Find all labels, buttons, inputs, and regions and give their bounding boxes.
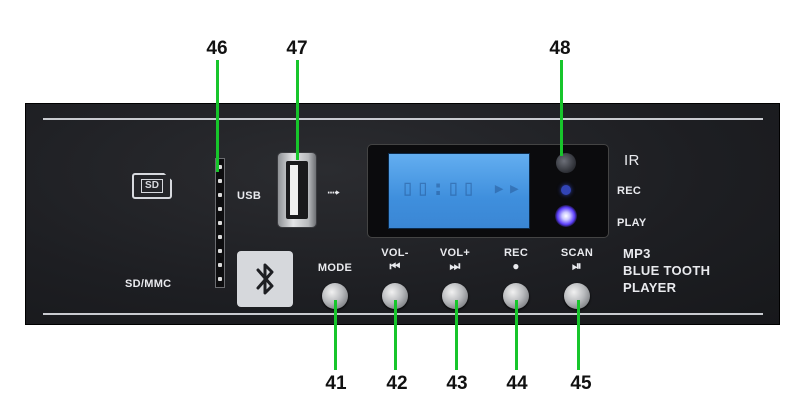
usb-label: USB [237,190,262,202]
next-track-icon: ⏭ [449,259,461,273]
play-pause-icon: ⏯ [572,259,582,273]
callout-42: 42 [386,373,408,394]
leader-line-42 [394,300,397,370]
ir-sensor [556,153,576,173]
sd-logo-text: SD [141,179,163,193]
player-panel: SD SD/MMC USB ⭬ ▯▯:▯▯ ▸▸ IR REC PLAY MP3… [25,103,780,325]
callout-48: 48 [549,38,571,59]
callout-44: 44 [506,373,528,394]
leader-line-46 [216,60,219,172]
usb-symbol-icon: ⭬ [327,183,341,203]
vol-minus-button-label: VOL- ⏮ [365,247,425,273]
leader-line-44 [515,300,518,370]
bottom-divider [43,313,763,315]
record-icon: ● [512,259,520,273]
vol-plus-button-label: VOL+ ⏭ [425,247,485,273]
product-name-line-2: BLUE TOOTH [623,263,711,278]
rec-button-label: REC ● [486,247,546,273]
sd-card-icon: SD [132,173,172,199]
leader-line-41 [334,300,337,370]
callout-45: 45 [570,373,592,394]
leader-line-48 [560,60,563,156]
usb-port[interactable] [278,153,316,227]
play-indicator-led [555,205,577,227]
bluetooth-icon [237,251,293,307]
scan-button-label: SCAN ⏯ [547,247,607,273]
sd-mmc-label: SD/MMC [125,278,172,290]
callout-46: 46 [206,38,228,59]
top-divider [43,118,763,120]
usb-port-tongue [290,165,298,215]
leader-line-43 [455,300,458,370]
sd-card-slot[interactable] [215,158,225,288]
usb-port-opening [286,161,308,219]
previous-track-icon: ⏮ [389,259,401,273]
callout-47: 47 [286,38,308,59]
product-name-line-1: MP3 [623,246,651,261]
callout-41: 41 [325,373,347,394]
rec-indicator-label: REC [617,185,642,197]
leader-line-45 [577,300,580,370]
leader-line-47 [296,60,299,160]
play-indicator-label: PLAY [617,217,647,229]
lcd-screen: ▯▯:▯▯ ▸▸ [388,153,530,229]
callout-43: 43 [446,373,468,394]
lcd-segments: ▯▯:▯▯ ▸▸ [401,176,523,201]
mode-button-label: MODE [317,262,353,274]
rec-indicator-led [561,185,571,195]
ir-label: IR [624,152,640,169]
display-module: ▯▯:▯▯ ▸▸ [368,145,608,237]
product-name-line-3: PLAYER [623,280,677,295]
